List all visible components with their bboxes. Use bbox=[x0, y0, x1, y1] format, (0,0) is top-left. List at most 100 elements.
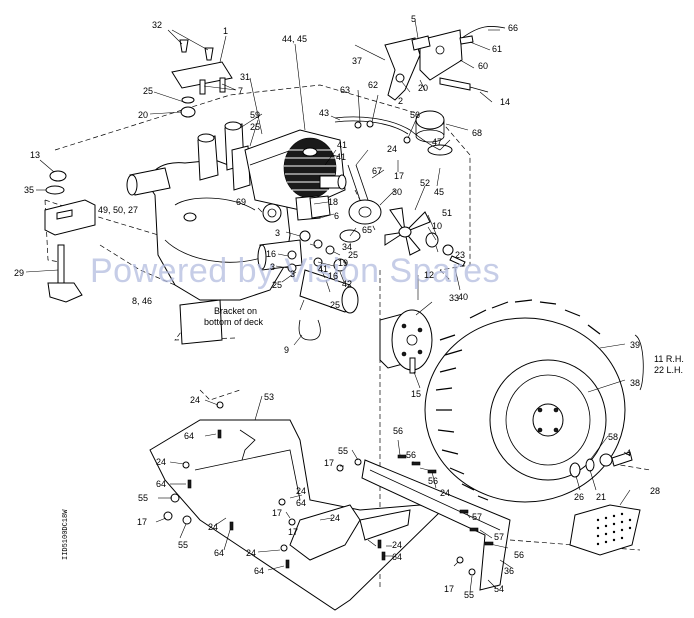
callout-17a: 17 bbox=[394, 171, 405, 181]
mount-post-assembly bbox=[44, 170, 96, 303]
wheel-hub bbox=[379, 309, 433, 374]
callout-20b: 20 bbox=[418, 83, 429, 93]
callout-60: 60 bbox=[478, 61, 489, 71]
callout-61: 61 bbox=[492, 44, 503, 54]
callout-9: 9 bbox=[284, 345, 290, 355]
rh-note: 11 R.H. bbox=[654, 354, 684, 364]
callout-56e: 56 bbox=[514, 550, 525, 560]
callout-3a: 3 bbox=[275, 228, 281, 238]
callout-15: 15 bbox=[411, 389, 422, 399]
bracket-note-line2: bottom of deck bbox=[204, 317, 264, 327]
leader-lines bbox=[25, 19, 631, 593]
callout-24h: 24 bbox=[440, 488, 451, 498]
callout-64c: 64 bbox=[214, 548, 225, 558]
pulley-fan-assembly bbox=[339, 164, 466, 267]
callout-17d: 17 bbox=[288, 527, 299, 537]
callout-24d: 24 bbox=[208, 522, 219, 532]
callout-24a: 24 bbox=[387, 144, 398, 154]
callout-55b: 55 bbox=[178, 540, 189, 550]
callout-64f: 64 bbox=[392, 552, 403, 562]
callout-25d: 25 bbox=[272, 280, 283, 290]
callout-69: 69 bbox=[236, 197, 247, 207]
callout-24i: 24 bbox=[392, 540, 403, 550]
callout-28: 28 bbox=[650, 486, 661, 496]
callout-35: 35 bbox=[24, 185, 35, 195]
callout-37: 37 bbox=[352, 56, 363, 66]
callout-4: 4 bbox=[626, 448, 632, 458]
callout-21: 21 bbox=[596, 492, 607, 502]
callout-39: 39 bbox=[630, 340, 641, 350]
deck-rail bbox=[359, 459, 511, 591]
callout-3c: 3 bbox=[290, 269, 296, 279]
callout-41c: 41 bbox=[318, 264, 329, 274]
callout-41b: 41 bbox=[336, 152, 347, 162]
callout-24e: 24 bbox=[296, 486, 307, 496]
callout-25c: 25 bbox=[348, 250, 359, 260]
callout-45: 45 bbox=[434, 187, 445, 197]
callout-26: 26 bbox=[574, 492, 585, 502]
callout-24c: 24 bbox=[156, 457, 167, 467]
callout-65: 65 bbox=[362, 225, 373, 235]
callout-55a: 55 bbox=[138, 493, 149, 503]
callout-17e: 17 bbox=[324, 458, 335, 468]
deck-hardware bbox=[163, 401, 494, 576]
callout-25b: 25 bbox=[250, 122, 261, 132]
engine-motor bbox=[244, 129, 347, 221]
deck-bracket bbox=[179, 299, 223, 345]
callout-56c: 56 bbox=[406, 450, 417, 460]
callout-25e: 25 bbox=[330, 300, 341, 310]
callout-10: 10 bbox=[432, 221, 443, 231]
callout-55c: 55 bbox=[338, 446, 349, 456]
callout-67: 67 bbox=[372, 166, 383, 176]
callout-56a: 56 bbox=[410, 110, 421, 120]
callout-47: 47 bbox=[432, 137, 443, 147]
callout-19: 19 bbox=[338, 258, 349, 268]
callout-62: 62 bbox=[368, 80, 379, 90]
callout-1: 1 bbox=[223, 26, 229, 36]
callout-2: 2 bbox=[398, 96, 404, 106]
callout-18: 18 bbox=[328, 197, 339, 207]
cooling-fan bbox=[384, 207, 431, 256]
callout-3b: 3 bbox=[270, 262, 276, 272]
callout-6: 6 bbox=[334, 211, 340, 221]
callout-54: 54 bbox=[494, 584, 505, 594]
callout-58: 58 bbox=[608, 432, 619, 442]
callout-17b: 17 bbox=[137, 517, 148, 527]
callout-13: 13 bbox=[30, 150, 41, 160]
callout-53: 53 bbox=[264, 392, 275, 402]
callout-66: 66 bbox=[508, 23, 519, 33]
callout-7: 7 bbox=[238, 86, 244, 96]
callout-55d: 55 bbox=[464, 590, 475, 600]
axle-hardware bbox=[287, 195, 359, 341]
control-cable bbox=[334, 116, 441, 151]
callout-16b: 16 bbox=[328, 271, 339, 281]
lh-note: 22 L.H. bbox=[654, 365, 684, 375]
callout-59: 59 bbox=[250, 110, 261, 120]
callout-23: 23 bbox=[455, 250, 466, 260]
grille-guard bbox=[569, 504, 641, 556]
callout-64a: 64 bbox=[184, 431, 195, 441]
callout-32: 32 bbox=[152, 20, 163, 30]
callout-68: 68 bbox=[472, 128, 483, 138]
callout-43: 43 bbox=[319, 108, 330, 118]
callout-57a: 57 bbox=[472, 512, 483, 522]
tire-brace bbox=[634, 334, 644, 391]
callout-25a: 25 bbox=[143, 86, 154, 96]
callout-56b: 56 bbox=[393, 426, 404, 436]
callout-64b: 64 bbox=[156, 479, 167, 489]
wheel-fasteners bbox=[569, 451, 633, 478]
callout-5: 5 bbox=[411, 14, 417, 24]
callout-49-50-27: 49, 50, 27 bbox=[98, 205, 139, 215]
callout-63: 63 bbox=[340, 85, 351, 95]
callout-57b: 57 bbox=[494, 532, 505, 542]
callout-14: 14 bbox=[500, 97, 511, 107]
callout-31: 31 bbox=[240, 72, 251, 82]
callout-12: 12 bbox=[424, 270, 435, 280]
callout-8-46: 8, 46 bbox=[132, 296, 153, 306]
callout-40: 40 bbox=[458, 292, 469, 302]
callout-64e: 64 bbox=[254, 566, 265, 576]
callout-29: 29 bbox=[14, 268, 25, 278]
callout-33: 33 bbox=[449, 293, 460, 303]
